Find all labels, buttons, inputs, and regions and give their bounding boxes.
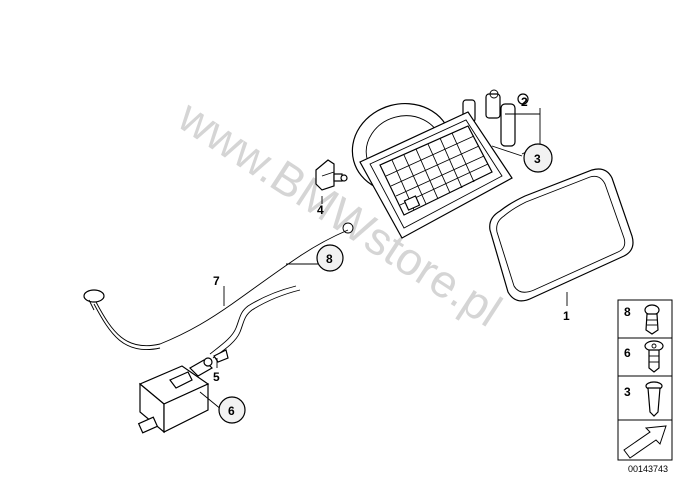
plug-icon (645, 381, 663, 417)
expanding-rivet-icon (644, 340, 664, 373)
flap-actuator[interactable] (137, 357, 213, 434)
legend-row-8[interactable]: 8 (624, 304, 660, 335)
diagram-id: 00143743 (628, 464, 668, 474)
direction-arrow-icon (623, 425, 667, 459)
leader-lines (199, 108, 568, 411)
fuel-filler-housing[interactable] (342, 89, 529, 239)
legend-row-6[interactable]: 6 (624, 340, 664, 373)
legend-label-6: 6 (624, 346, 631, 360)
emergency-release-cable[interactable] (83, 222, 354, 350)
callout-8-label: 8 (326, 252, 333, 266)
fuel-filler-flap[interactable] (489, 168, 634, 302)
callout-1[interactable]: 1 (563, 309, 570, 323)
callout-3-label: 3 (534, 152, 541, 166)
small-parts-legend: 8 6 3 (617, 299, 673, 461)
legend-label-8: 8 (624, 305, 631, 319)
spreader-clip-icon (644, 304, 660, 335)
callout-3[interactable]: 3 (523, 143, 553, 173)
legend-label-3: 3 (624, 385, 631, 399)
callout-8[interactable]: 8 (316, 244, 344, 272)
buffer-stop[interactable] (315, 159, 348, 191)
callout-2[interactable]: 2 (521, 95, 528, 109)
callouts: 1 2 3 4 8 7 5 6 (213, 95, 570, 424)
callout-4[interactable]: 4 (317, 203, 324, 217)
legend-row-3[interactable]: 3 (624, 381, 663, 417)
release-cable-bowden[interactable] (209, 285, 301, 363)
callout-5[interactable]: 5 (213, 370, 220, 384)
callout-7[interactable]: 7 (213, 274, 220, 288)
callout-6[interactable]: 6 (218, 396, 246, 424)
callout-6-label: 6 (228, 404, 235, 418)
